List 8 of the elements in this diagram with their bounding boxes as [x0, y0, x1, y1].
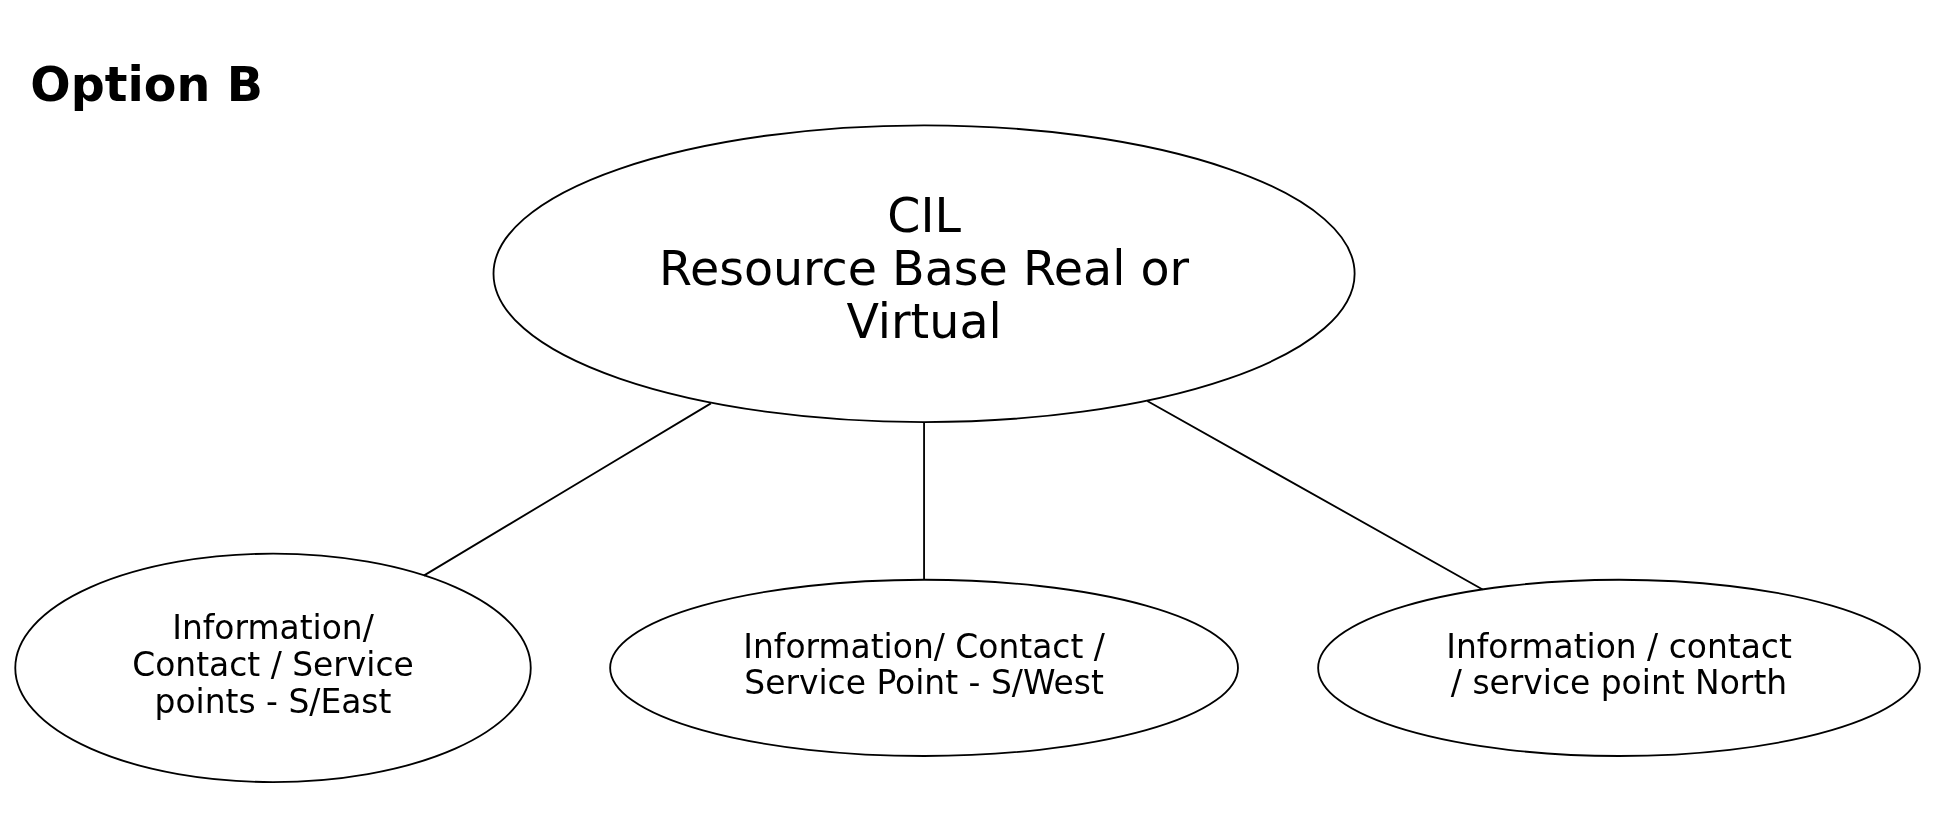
node-ellipse: CIL Resource Base Real or Virtual — [492, 123, 1356, 423]
node-ellipse: Information/ Contact / Service Point - S/West — [609, 578, 1239, 757]
node-ellipse: Information / contact / service point North — [1317, 578, 1921, 757]
connector — [422, 402, 712, 577]
node-ellipse: Information/ Contact / Service points - S/East — [14, 552, 532, 783]
connector — [1146, 399, 1484, 590]
connector — [923, 421, 925, 581]
diagram-title: Option B — [30, 56, 264, 112]
